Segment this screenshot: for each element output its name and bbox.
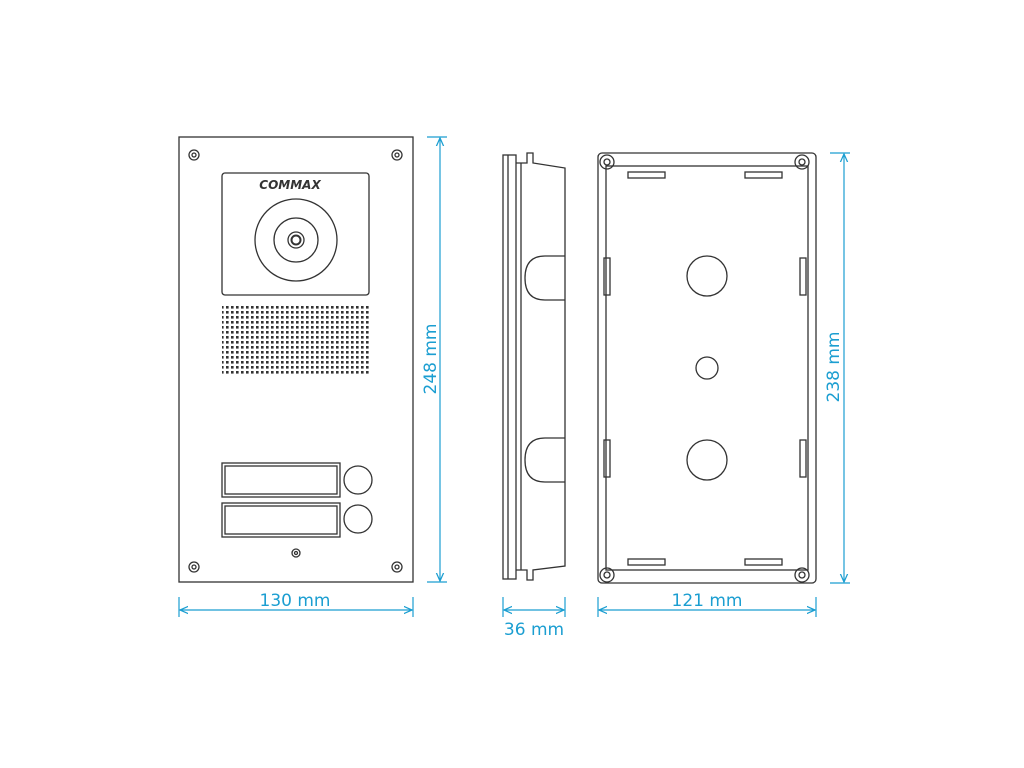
- panel-outline: [178, 136, 414, 583]
- panel-screw-top-right: [391, 149, 403, 161]
- backbox-screw-top-left: [599, 154, 615, 170]
- dimension-lines: [178, 136, 850, 617]
- clip-top-left: [627, 171, 666, 179]
- name-plate-2-inner: [224, 505, 338, 535]
- backbox-inner: [605, 165, 809, 571]
- name-plate-1: [221, 462, 341, 498]
- dim-box-width-label: 121 mm: [672, 591, 743, 611]
- camera-lens-outer: [287, 231, 305, 249]
- camera-window: [221, 172, 370, 296]
- side-knockout-top: [524, 255, 565, 301]
- panel-screw-top-left: [188, 149, 200, 161]
- call-button-2: [343, 504, 373, 534]
- clip-top-right: [744, 171, 783, 179]
- clip-bottom-left: [627, 558, 666, 566]
- clip-bottom-right: [744, 558, 783, 566]
- dim-panel-width-label: 130 mm: [260, 591, 331, 611]
- knockout-hole-center: [695, 356, 719, 380]
- knockout-hole-bottom: [686, 439, 728, 481]
- side-view: [502, 152, 566, 581]
- microphone-hole: [291, 548, 301, 558]
- camera-bezel: [273, 217, 319, 263]
- side-faceplate: [502, 154, 517, 580]
- call-button-1: [343, 465, 373, 495]
- dim-panel-height-label: 248 mm: [421, 324, 441, 395]
- panel-screw-bottom-right: [391, 561, 403, 573]
- front-panel: [178, 136, 414, 583]
- name-plate-1-inner: [224, 465, 338, 495]
- clip-left-upper: [603, 257, 611, 296]
- backbox-screw-bottom-left: [599, 567, 615, 583]
- dim-box-height-label: 238 mm: [824, 332, 844, 403]
- backbox-screw-bottom-right: [794, 567, 810, 583]
- knockout-hole-top: [686, 255, 728, 297]
- side-backbox: [516, 152, 566, 581]
- speaker-grille: [222, 305, 369, 376]
- camera-lens: [290, 234, 302, 246]
- backbox-outer: [597, 152, 817, 584]
- clip-right-lower: [799, 439, 807, 478]
- name-plate-2: [221, 502, 341, 538]
- clip-left-lower: [603, 439, 611, 478]
- camera-ring: [254, 198, 338, 282]
- back-box: [597, 152, 817, 584]
- side-knockout-bottom: [524, 437, 565, 483]
- dimension-labels: 130 mm 248 mm 36 mm 121 mm 238 mm: [260, 324, 844, 640]
- dim-depth-label: 36 mm: [504, 620, 564, 640]
- brand-logo: COMMAX: [259, 178, 321, 192]
- clip-right-upper: [799, 257, 807, 296]
- panel-screw-bottom-left: [188, 561, 200, 573]
- backbox-screw-top-right: [794, 154, 810, 170]
